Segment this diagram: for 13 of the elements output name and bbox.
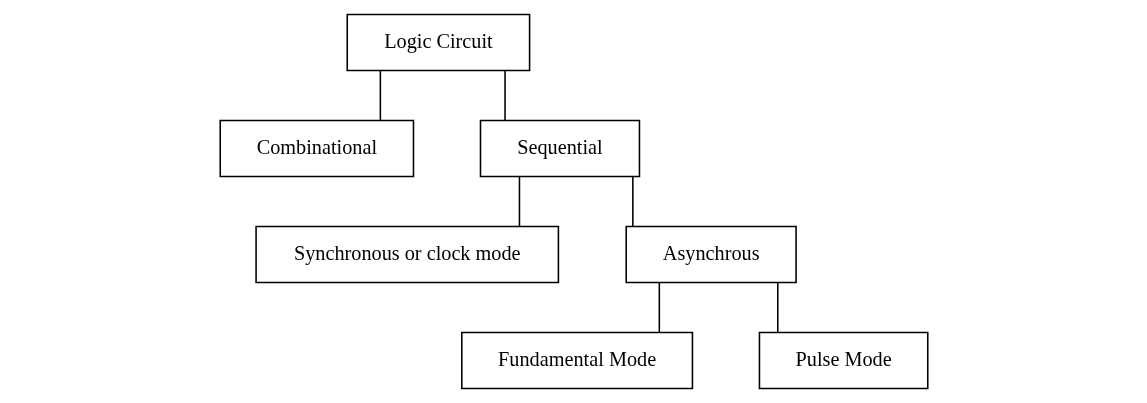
node-box: Sequential bbox=[479, 119, 640, 178]
node-box: Pulse Mode bbox=[758, 331, 929, 390]
node-box: Fundamental Mode bbox=[460, 331, 693, 390]
node-box: Combinational bbox=[218, 119, 414, 178]
connector bbox=[503, 70, 506, 121]
connector bbox=[658, 282, 660, 333]
connector bbox=[631, 176, 634, 227]
node-box: Asynchrous bbox=[624, 225, 797, 284]
connector bbox=[776, 282, 779, 333]
connector bbox=[518, 176, 520, 227]
node-box: Synchronous or clock mode bbox=[254, 225, 559, 284]
node-box: Logic Circuit bbox=[345, 13, 530, 72]
connector bbox=[379, 70, 381, 121]
